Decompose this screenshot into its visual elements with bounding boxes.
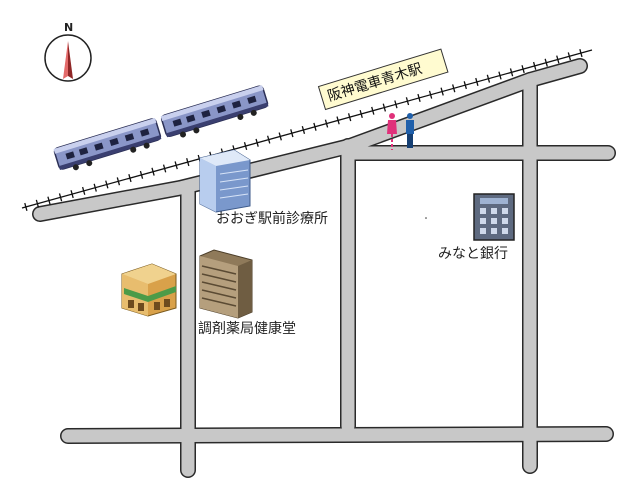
rail-tie (93, 183, 97, 192)
rail-tie (371, 106, 375, 115)
rail-tie (313, 122, 317, 131)
train-icon (53, 85, 269, 171)
rail-tie (394, 100, 398, 109)
rail-tie (509, 68, 514, 77)
apartment-building-icon (199, 249, 253, 319)
map-dot (425, 217, 427, 219)
rail-tie (243, 141, 248, 151)
rail-tie (105, 180, 109, 189)
rail-tie (81, 186, 86, 195)
rail-tie (336, 116, 340, 125)
compass-north-label: N (64, 21, 73, 34)
rail-tie (128, 174, 132, 183)
roads (32, 58, 616, 478)
railway (21, 49, 593, 211)
rail-tie (417, 93, 421, 102)
station-sign[interactable]: 阪神電車青木駅 (317, 48, 449, 111)
shop-building-icon (121, 263, 177, 317)
rail-tie (359, 109, 363, 119)
restroom-female-icon (387, 113, 397, 150)
rail-tie (47, 196, 51, 205)
rail-tie (463, 81, 467, 90)
restroom-male-icon (406, 113, 414, 148)
rail-tie (475, 77, 479, 86)
bank-label: みなと銀行 (438, 246, 508, 262)
rail-tie (486, 74, 491, 83)
rail-tie (35, 199, 40, 208)
rail-tie (162, 164, 167, 173)
rail-tie (290, 129, 294, 138)
pharmacy-label: 調剤薬局健康堂 (198, 321, 296, 337)
rail-tie (532, 61, 537, 70)
bank-building-icon (473, 193, 515, 241)
rail-tie (347, 113, 352, 122)
rail-tie (116, 177, 121, 186)
rail-tie (428, 90, 433, 99)
rail-tie (440, 87, 444, 96)
rail-tie (24, 202, 28, 211)
rail-tie (382, 103, 387, 112)
rail-tie (174, 161, 178, 170)
office-building-icon (199, 149, 251, 213)
rail-tie (58, 193, 63, 202)
rail-tie (151, 167, 155, 176)
rail-tie (139, 170, 144, 179)
rail-tie (521, 65, 525, 74)
rail-tie (324, 119, 329, 128)
rail-tie (267, 135, 271, 144)
rail-tie (567, 52, 572, 61)
rail-tie (278, 132, 282, 141)
clinic-label: おおぎ駅前診療所 (216, 211, 328, 227)
rail-tie (405, 97, 410, 106)
rail-tie (544, 58, 548, 67)
compass-icon: N (44, 21, 92, 82)
rail-tie (186, 158, 190, 167)
rail-tie (70, 190, 74, 199)
rail-tie (556, 55, 560, 64)
rail-tie (301, 125, 306, 135)
rail-tie (255, 138, 259, 147)
rail-tie (498, 71, 502, 80)
rail-tie (452, 84, 456, 93)
rail-tie (579, 49, 583, 58)
